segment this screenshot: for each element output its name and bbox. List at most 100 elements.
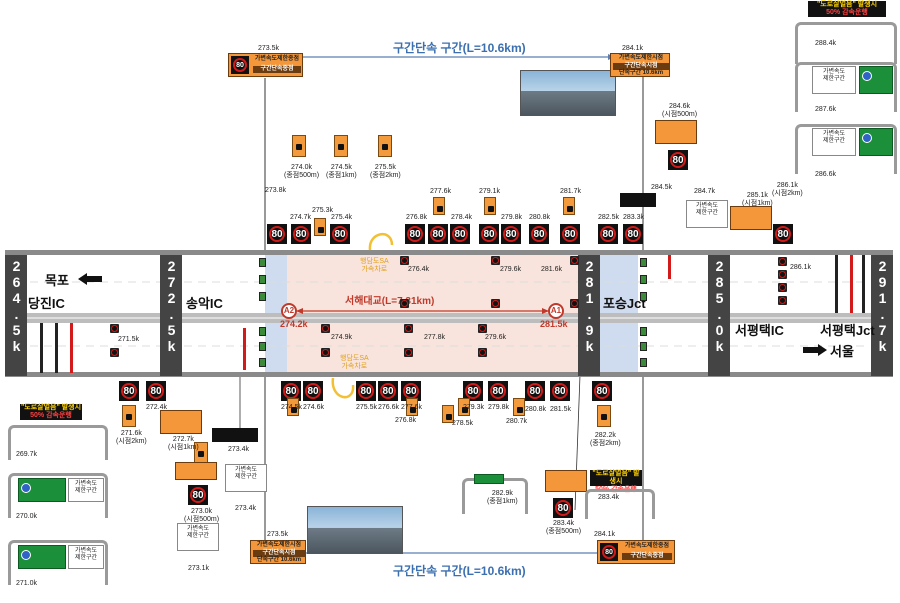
board-line: 단속구간 10.6km bbox=[618, 70, 664, 76]
warning-sign bbox=[287, 398, 299, 416]
km-label: 276.8k bbox=[395, 417, 417, 424]
lane-signal bbox=[640, 327, 647, 336]
warning-sign bbox=[442, 405, 454, 423]
kpost-272: 272.5k bbox=[160, 255, 182, 376]
kpost-label: 264.5k bbox=[8, 258, 25, 354]
lane-signal bbox=[259, 292, 266, 301]
gantry bbox=[8, 425, 108, 460]
km-label: 282.5k bbox=[598, 214, 620, 221]
lane-signal bbox=[640, 342, 647, 351]
lane-signal bbox=[640, 275, 647, 284]
vms-line: 50% 감속운행 bbox=[30, 412, 72, 419]
km-label: 282.2k (종점2km) bbox=[590, 432, 621, 447]
road-photo-top bbox=[520, 70, 616, 116]
km-label: 271.5k bbox=[118, 336, 140, 343]
section-title-bottom: 구간단속 구간(L=10.6km) bbox=[393, 564, 526, 578]
km-label: 279.6k bbox=[500, 266, 522, 273]
km-label: 272.4k bbox=[146, 404, 168, 411]
km-label: 285.1k (시점1km) bbox=[742, 192, 773, 207]
lane-sign bbox=[570, 299, 579, 308]
km-label: 278.5k bbox=[452, 420, 474, 427]
place-seopyeongtaek-jct: 서평택Jct bbox=[820, 323, 875, 338]
lane-signal bbox=[259, 358, 266, 367]
km-label: 274.7k bbox=[290, 214, 312, 221]
km-label: 282.9k (종점1km) bbox=[487, 490, 518, 505]
speed-80-sign: 80 bbox=[529, 224, 549, 244]
direction-sign bbox=[18, 478, 66, 502]
lane-signal bbox=[259, 275, 266, 284]
speed-80-sign: 80 bbox=[773, 224, 793, 244]
km-label: 279.8k bbox=[501, 214, 523, 221]
direction-sign bbox=[859, 128, 893, 156]
var-speed-board bbox=[545, 470, 587, 492]
km-label: 273.4k bbox=[228, 446, 250, 453]
speed-80-sign: 80 bbox=[303, 381, 323, 401]
enforce-bottom-right-board: 80 가변속도제한종점 구간단속종점 bbox=[597, 540, 675, 564]
speed-80-sign: 80 bbox=[488, 381, 508, 401]
vms-small bbox=[620, 193, 656, 207]
km-label: 279.3k bbox=[463, 404, 485, 411]
kpost-label: 285.0k bbox=[711, 258, 728, 354]
gantry bbox=[585, 489, 655, 519]
speed-80-sign: 80 bbox=[550, 381, 570, 401]
var-speed-board bbox=[160, 410, 202, 434]
km-label: 276.4k bbox=[408, 266, 430, 273]
km-label: 275.3k bbox=[312, 207, 334, 214]
lane-sign bbox=[570, 256, 579, 265]
var-zone-line: 제한구간 bbox=[186, 533, 210, 539]
enforce-top-left-board: 80 가변속도제한종점 구간단속종점 bbox=[228, 53, 303, 77]
var-zone-line: 가변속도 bbox=[234, 467, 258, 473]
board-line: 구간단속시점 bbox=[253, 550, 305, 557]
km-label: 283.3k bbox=[623, 214, 645, 221]
var-zone-line: 가변속도 bbox=[822, 131, 846, 137]
place-songak-ic: 송악IC bbox=[186, 296, 223, 311]
vms-line: "도로살얼음" 발생시 bbox=[816, 1, 878, 8]
speed-80-sign: 80 bbox=[560, 224, 580, 244]
var-zone-sign: 가변속도 제한구간 bbox=[68, 545, 104, 569]
warning-sign bbox=[314, 218, 326, 236]
lane-sign bbox=[404, 324, 413, 333]
km-label: 281.7k bbox=[560, 188, 582, 195]
km-label: 278.4k bbox=[451, 214, 473, 221]
km-label: 276.6k bbox=[378, 404, 400, 411]
km-label: 274.0k (종점500m) bbox=[284, 164, 320, 179]
kpost-285: 285.0k bbox=[708, 255, 730, 376]
enforce-bottom-left-board: 가변속도제한시점 구간단속시점 단속구간 10.6km bbox=[250, 540, 306, 564]
var-zone-line: 제한구간 bbox=[74, 555, 98, 561]
warning-sign bbox=[597, 405, 611, 427]
var-speed-board bbox=[655, 120, 697, 144]
var-zone-line: 제한구간 bbox=[822, 76, 846, 82]
km-label: 271.6k (시점2km) bbox=[116, 430, 147, 445]
lane-sign bbox=[321, 348, 330, 357]
sa-label-top: 행담도SA 가속차로 bbox=[360, 258, 389, 273]
lane-sign bbox=[491, 299, 500, 308]
arrow-right-icon bbox=[803, 343, 827, 361]
km-label: 273.0k (시점500m) bbox=[184, 508, 220, 523]
enforce-top-right-km: 284.1k bbox=[622, 45, 644, 52]
lane-signal bbox=[640, 258, 647, 267]
km-label: 275.5k bbox=[356, 404, 378, 411]
km-label: 275.4k bbox=[331, 214, 353, 221]
place-seoul: 서울 bbox=[830, 344, 854, 359]
km-label: 280.8k bbox=[529, 214, 551, 221]
km-label: 273.4k bbox=[235, 505, 257, 512]
speed-80-sign: 80 bbox=[188, 485, 208, 505]
speed-80-sign: 80 bbox=[600, 543, 618, 561]
warning-sign bbox=[458, 398, 470, 416]
board-line: 구간단속종점 bbox=[253, 66, 301, 73]
speed-80-sign: 80 bbox=[146, 381, 166, 401]
km-label: 270.0k bbox=[16, 513, 38, 520]
var-zone-sign: 가변속도 제한구간 bbox=[812, 66, 856, 94]
km-label: 284.7k bbox=[694, 188, 716, 195]
speed-80-sign: 80 bbox=[291, 224, 311, 244]
km-label: 274.9k bbox=[331, 334, 353, 341]
speed-80-sign: 80 bbox=[119, 381, 139, 401]
km-label: 277.8k bbox=[424, 334, 446, 341]
lane-sign bbox=[110, 324, 119, 333]
km-label: 288.4k bbox=[815, 40, 837, 47]
var-zone-line: 제한구간 bbox=[822, 138, 846, 144]
lane-sign bbox=[478, 348, 487, 357]
